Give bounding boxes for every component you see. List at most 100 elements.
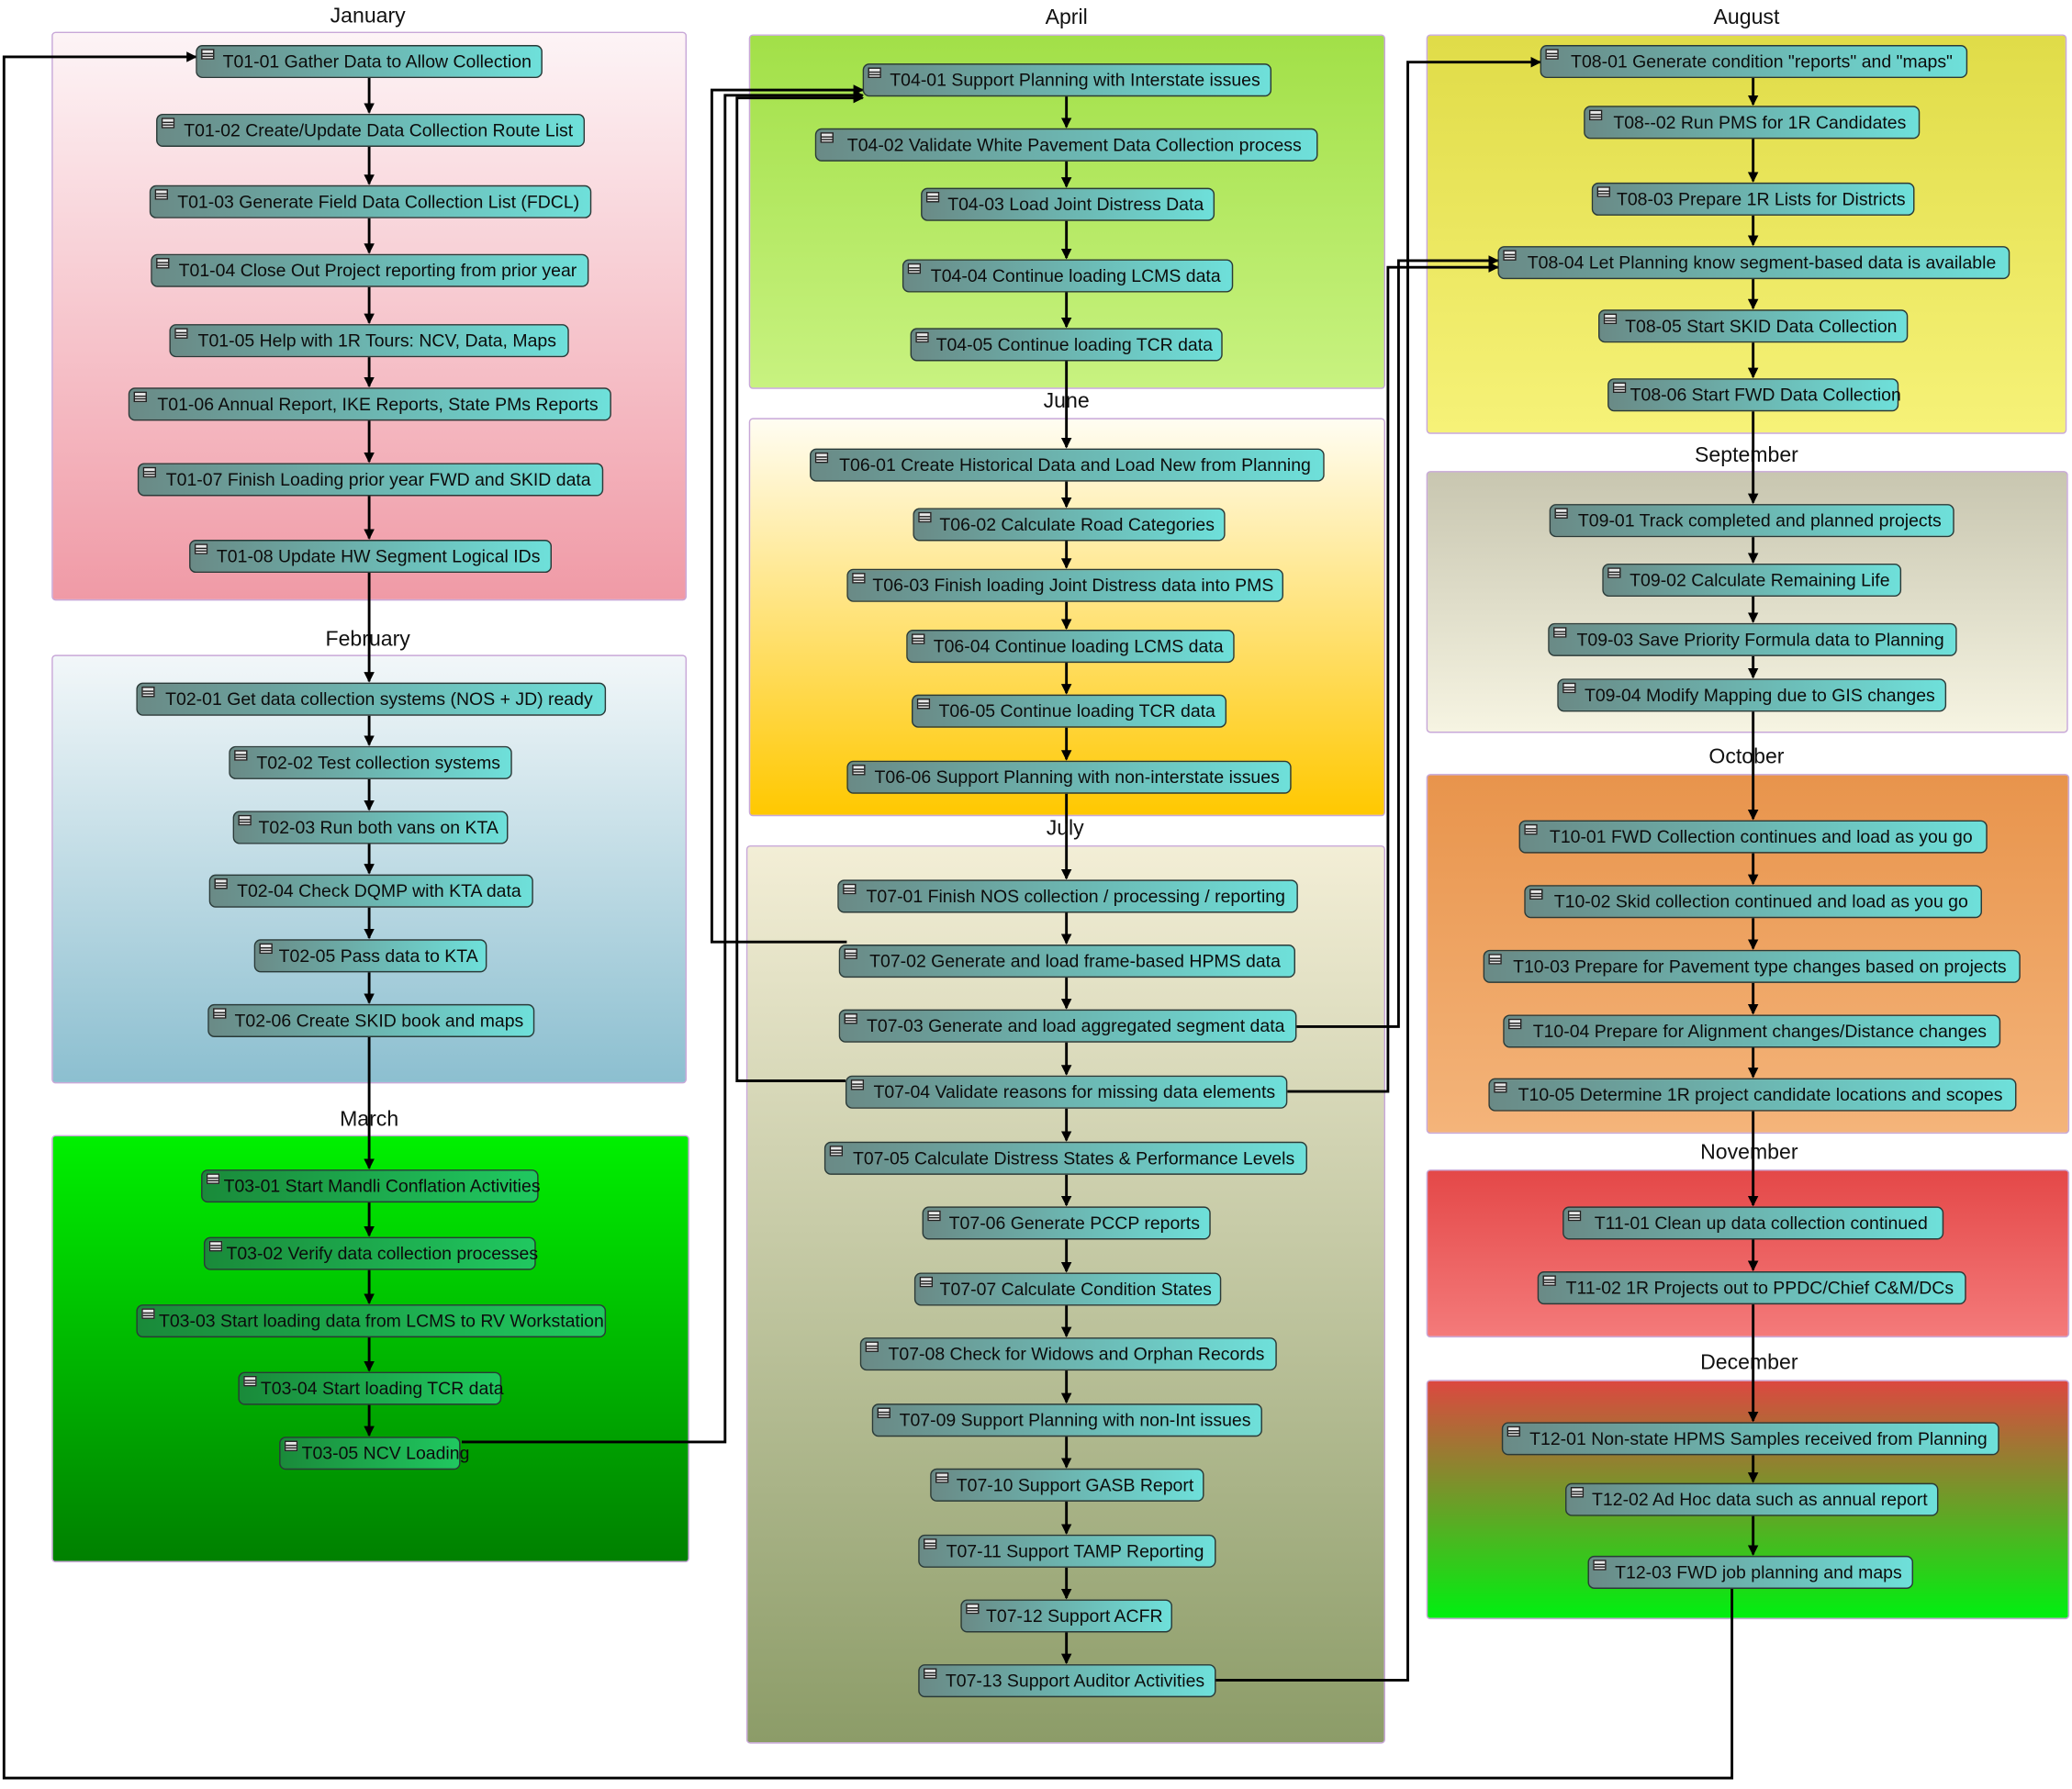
- task-node[interactable]: T07-05 Calculate Distress States & Perfo…: [823, 1141, 1307, 1175]
- task-node[interactable]: T07-08 Check for Widows and Orphan Recor…: [859, 1337, 1277, 1371]
- task-node[interactable]: T06-05 Continue loading TCR data: [912, 694, 1227, 728]
- task-node[interactable]: T08-04 Let Planning know segment-based d…: [1497, 246, 2010, 280]
- task-label: T08-05 Start SKID Data Collection: [1625, 316, 1898, 337]
- route-arrow: [710, 84, 865, 944]
- task-node[interactable]: T02-02 Test collection systems: [229, 745, 512, 779]
- table-icon: [208, 1240, 223, 1252]
- table-icon: [918, 511, 932, 523]
- task-node[interactable]: T09-01 Track completed and planned proje…: [1549, 504, 1954, 538]
- task-label: T08-01 Generate condition "reports" and …: [1571, 51, 1953, 72]
- task-label: T08-06 Start FWD Data Collection: [1630, 385, 1901, 406]
- task-label: T02-01 Get data collection systems (NOS …: [165, 688, 593, 710]
- task-node[interactable]: T08-03 Prepare 1R Lists for Districts: [1591, 182, 1915, 216]
- task-node[interactable]: T08-01 Generate condition "reports" and …: [1540, 45, 1968, 79]
- task-node[interactable]: T03-01 Start Mandli Conflation Activitie…: [201, 1169, 541, 1203]
- table-icon: [925, 191, 940, 203]
- route-arrow: [461, 90, 865, 1444]
- table-icon: [1503, 250, 1517, 261]
- task-label: T09-04 Modify Mapping due to GIS changes: [1584, 685, 1935, 706]
- table-icon: [213, 1008, 227, 1019]
- task-node[interactable]: T07-06 Generate PCCP reports: [922, 1206, 1211, 1240]
- task-node[interactable]: T11-02 1R Projects out to PPDC/Chief C&M…: [1537, 1271, 1966, 1305]
- task-node[interactable]: T06-02 Calculate Road Categories: [913, 508, 1226, 542]
- task-node[interactable]: T12-01 Non-state HPMS Samples received f…: [1501, 1422, 1999, 1456]
- task-node[interactable]: T04-02 Validate White Pavement Data Coll…: [814, 128, 1318, 162]
- task-node[interactable]: T06-06 Support Planning with non-interst…: [846, 760, 1292, 794]
- task-node[interactable]: T07-10 Support GASB Report: [930, 1468, 1204, 1502]
- task-node[interactable]: T10-01 FWD Collection continues and load…: [1518, 820, 1988, 854]
- task-node[interactable]: T01-06 Annual Report, IKE Reports, State…: [128, 387, 611, 421]
- task-node[interactable]: T10-03 Prepare for Pavement type changes…: [1483, 949, 2021, 983]
- table-icon: [284, 1440, 298, 1452]
- month-title: April: [1045, 6, 1088, 29]
- table-icon: [852, 765, 866, 776]
- task-node[interactable]: T07-01 Finish NOS collection / processin…: [837, 879, 1298, 913]
- task-node[interactable]: T03-05 NCV Loading: [279, 1437, 469, 1470]
- task-node[interactable]: T03-02 Verify data collection processes: [203, 1236, 538, 1270]
- task-label: T02-05 Pass data to KTA: [278, 945, 478, 967]
- table-icon: [1596, 186, 1611, 197]
- task-node[interactable]: T11-01 Clean up data collection continue…: [1562, 1206, 1944, 1240]
- task-label: T07-06 Generate PCCP reports: [948, 1213, 1200, 1234]
- table-icon: [238, 814, 252, 826]
- table-icon: [935, 1472, 949, 1483]
- task-node[interactable]: T08-06 Start FWD Data Collection: [1607, 378, 1901, 412]
- task-label: T02-06 Create SKID book and maps: [234, 1011, 524, 1031]
- task-node[interactable]: T07-09 Support Planning with non-Int iss…: [871, 1403, 1262, 1437]
- task-node[interactable]: T04-03 Load Joint Distress Data: [921, 187, 1215, 221]
- task-node[interactable]: T01-03 Generate Field Data Collection Li…: [149, 184, 592, 218]
- task-node[interactable]: T12-03 FWD job planning and maps: [1587, 1555, 1914, 1589]
- task-node[interactable]: T07-12 Support ACFR: [960, 1599, 1172, 1633]
- task-node[interactable]: T08--02 Run PMS for 1R Candidates: [1584, 106, 1921, 140]
- task-node[interactable]: T12-02 Ad Hoc data such as annual report: [1564, 1482, 1939, 1516]
- table-icon: [820, 132, 834, 143]
- task-node[interactable]: T07-07 Calculate Condition States: [913, 1272, 1222, 1306]
- task-node[interactable]: T04-04 Continue loading LCMS data: [902, 259, 1234, 293]
- task-node[interactable]: T08-05 Start SKID Data Collection: [1598, 309, 1909, 343]
- task-node[interactable]: T03-03 Start loading data from LCMS to R…: [136, 1304, 607, 1338]
- task-node[interactable]: T04-01 Support Planning with Interstate …: [862, 63, 1272, 97]
- task-node[interactable]: T06-01 Create Historical Data and Load N…: [810, 448, 1325, 482]
- task-label: T07-08 Check for Widows and Orphan Recor…: [888, 1344, 1265, 1364]
- task-node[interactable]: T02-04 Check DQMP with KTA data: [208, 874, 533, 908]
- task-label: T12-03 FWD job planning and maps: [1615, 1562, 1902, 1582]
- task-node[interactable]: T01-05 Help with 1R Tours: NCV, Data, Ma…: [169, 324, 569, 358]
- task-node[interactable]: T02-05 Pass data to KTA: [253, 939, 487, 973]
- task-node[interactable]: T07-04 Validate reasons for missing data…: [845, 1075, 1288, 1109]
- task-node[interactable]: T10-02 Skid collection continued and loa…: [1524, 885, 1982, 919]
- table-icon: [923, 1538, 937, 1549]
- task-node[interactable]: T01-04 Close Out Project reporting from …: [151, 253, 589, 287]
- task-node[interactable]: T02-03 Run both vans on KTA: [232, 811, 509, 844]
- month-panel-august: [1426, 34, 2067, 434]
- task-node[interactable]: T07-02 Generate and load frame-based HPM…: [838, 945, 1295, 978]
- task-node[interactable]: T02-06 Create SKID book and maps: [207, 1003, 535, 1037]
- task-node[interactable]: T01-01 Gather Data to Allow Collection: [196, 45, 543, 79]
- table-icon: [206, 1173, 220, 1184]
- task-node[interactable]: T10-04 Prepare for Alignment changes/Dis…: [1503, 1014, 2001, 1048]
- task-node[interactable]: T02-01 Get data collection systems (NOS …: [136, 682, 607, 716]
- task-node[interactable]: T09-02 Calculate Remaining Life: [1602, 563, 1902, 598]
- month-title: March: [340, 1108, 399, 1132]
- task-node[interactable]: T07-13 Support Auditor Activities: [918, 1664, 1216, 1698]
- task-node[interactable]: T07-11 Support TAMP Reporting: [918, 1534, 1216, 1568]
- task-node[interactable]: T04-05 Continue loading TCR data: [910, 328, 1223, 362]
- task-node[interactable]: T09-03 Save Priority Formula data to Pla…: [1548, 622, 1957, 656]
- task-node[interactable]: T01-08 Update HW Segment Logical IDs: [189, 540, 553, 574]
- task-label: T07-01 Finish NOS collection / processin…: [866, 886, 1285, 907]
- task-label: T10-04 Prepare for Alignment changes/Dis…: [1532, 1021, 1987, 1042]
- task-node[interactable]: T06-03 Finish loading Joint Distress dat…: [846, 568, 1284, 602]
- task-node[interactable]: T07-03 Generate and load aggregated segm…: [838, 1009, 1297, 1043]
- task-label: T08-03 Prepare 1R Lists for Districts: [1616, 189, 1906, 209]
- table-icon: [1524, 823, 1538, 835]
- task-node[interactable]: T01-02 Create/Update Data Collection Rou…: [156, 113, 586, 147]
- task-node[interactable]: T01-07 Finish Loading prior year FWD and…: [137, 463, 604, 497]
- task-node[interactable]: T03-04 Start loading TCR data: [238, 1371, 504, 1405]
- table-icon: [852, 573, 866, 584]
- task-node[interactable]: T06-04 Continue loading LCMS data: [906, 630, 1235, 664]
- table-icon: [1607, 567, 1621, 578]
- task-label: T04-02 Validate White Pavement Data Coll…: [846, 135, 1302, 155]
- task-node[interactable]: T09-04 Modify Mapping due to GIS changes: [1557, 678, 1947, 712]
- table-icon: [259, 943, 273, 955]
- task-node[interactable]: T10-05 Determine 1R project candidate lo…: [1488, 1078, 2017, 1112]
